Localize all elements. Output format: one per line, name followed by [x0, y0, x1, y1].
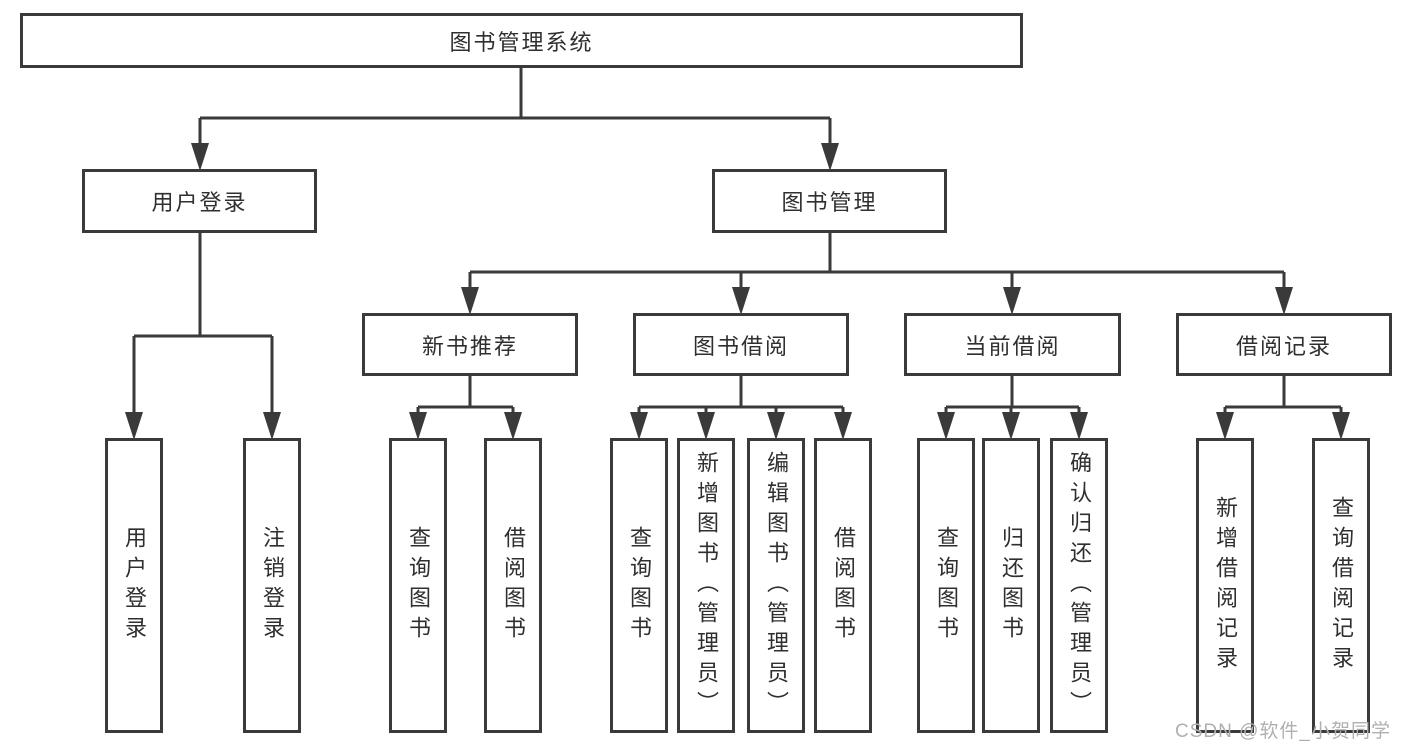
arrow-icon [821, 143, 839, 171]
leaf-borrowing-edit-book-admin: 编辑图书（管理员） [747, 438, 805, 733]
arrow-icon [1216, 412, 1234, 440]
leaf-label: 归还图书 [999, 525, 1024, 646]
arrow-icon [937, 412, 955, 440]
leaf-label: 新增图书（管理员） [694, 450, 719, 721]
node-new-book-recommend: 新书推荐 [362, 313, 578, 376]
arrow-icon [1275, 287, 1293, 315]
arrow-icon [697, 412, 715, 440]
leaf-newbook-borrow-book: 借阅图书 [484, 438, 542, 733]
arrow-icon [504, 412, 522, 440]
leaf-current-confirm-return-admin: 确认归还（管理员） [1050, 438, 1108, 733]
arrow-icon [1332, 412, 1350, 440]
leaf-borrowing-add-book-admin: 新增图书（管理员） [677, 438, 735, 733]
arrow-icon [125, 412, 143, 440]
arrow-icon [409, 412, 427, 440]
arrow-icon [732, 287, 750, 315]
leaf-label: 用户登录 [122, 525, 147, 646]
node-book-borrowing: 图书借阅 [633, 313, 849, 376]
arrow-icon [1070, 412, 1088, 440]
leaf-label: 查询图书 [627, 525, 652, 646]
connector-book-borrow [637, 376, 845, 413]
node-current-borrowing: 当前借阅 [904, 313, 1121, 376]
leaf-label: 编辑图书（管理员） [764, 450, 789, 721]
arrowheads [125, 143, 1350, 440]
arrow-icon [191, 143, 209, 171]
node-label: 图书管理 [781, 190, 878, 215]
leaf-borrowing-query-book: 查询图书 [610, 438, 668, 733]
leaf-label: 查询图书 [934, 525, 959, 646]
leaf-label: 新增借阅记录 [1213, 495, 1238, 676]
connector-book-mgmt [468, 233, 1286, 288]
leaf-logout: 注销登录 [243, 438, 301, 733]
leaf-label: 借阅图书 [831, 525, 856, 646]
arrow-icon [1003, 287, 1021, 315]
node-label: 图书借阅 [692, 333, 789, 359]
leaf-user-login: 用户登录 [105, 438, 163, 733]
leaf-records-add-record: 新增借阅记录 [1196, 438, 1254, 733]
node-root-system: 图书管理系统 [20, 13, 1023, 68]
arrow-icon [630, 412, 648, 440]
node-label: 借阅记录 [1235, 333, 1332, 359]
node-label: 用户登录 [151, 190, 248, 215]
leaf-current-query-book: 查询图书 [917, 438, 975, 733]
arrow-icon [461, 287, 479, 315]
connector-borrow-records [1223, 376, 1343, 413]
node-label: 新书推荐 [421, 333, 518, 359]
leaf-label: 查询借阅记录 [1329, 495, 1354, 676]
arrow-icon [1002, 412, 1020, 440]
arrow-icon [263, 412, 281, 440]
leaf-label: 借阅图书 [501, 525, 526, 646]
node-borrowing-records: 借阅记录 [1176, 313, 1392, 376]
node-label: 当前借阅 [964, 333, 1061, 359]
leaf-records-query-record: 查询借阅记录 [1312, 438, 1370, 733]
connector-user-login [132, 233, 274, 413]
node-book-management: 图书管理 [712, 169, 947, 233]
watermark: CSDN @软件_小贺同学 [1175, 721, 1391, 742]
node-user-login: 用户登录 [82, 169, 317, 233]
leaf-borrowing-borrow-book: 借阅图书 [814, 438, 872, 733]
node-label: 图书管理系统 [449, 29, 594, 55]
leaf-newbook-query-book: 查询图书 [389, 438, 447, 733]
leaf-label: 注销登录 [260, 525, 285, 646]
arrow-icon [767, 412, 785, 440]
leaf-label: 确认归还（管理员） [1067, 450, 1092, 721]
connector-current-borrow [944, 376, 1081, 413]
leaf-label: 查询图书 [406, 525, 431, 646]
connector-root [198, 68, 832, 144]
connector-new-book [416, 376, 515, 413]
leaf-current-return-book: 归还图书 [982, 438, 1040, 733]
arrow-icon [834, 412, 852, 440]
